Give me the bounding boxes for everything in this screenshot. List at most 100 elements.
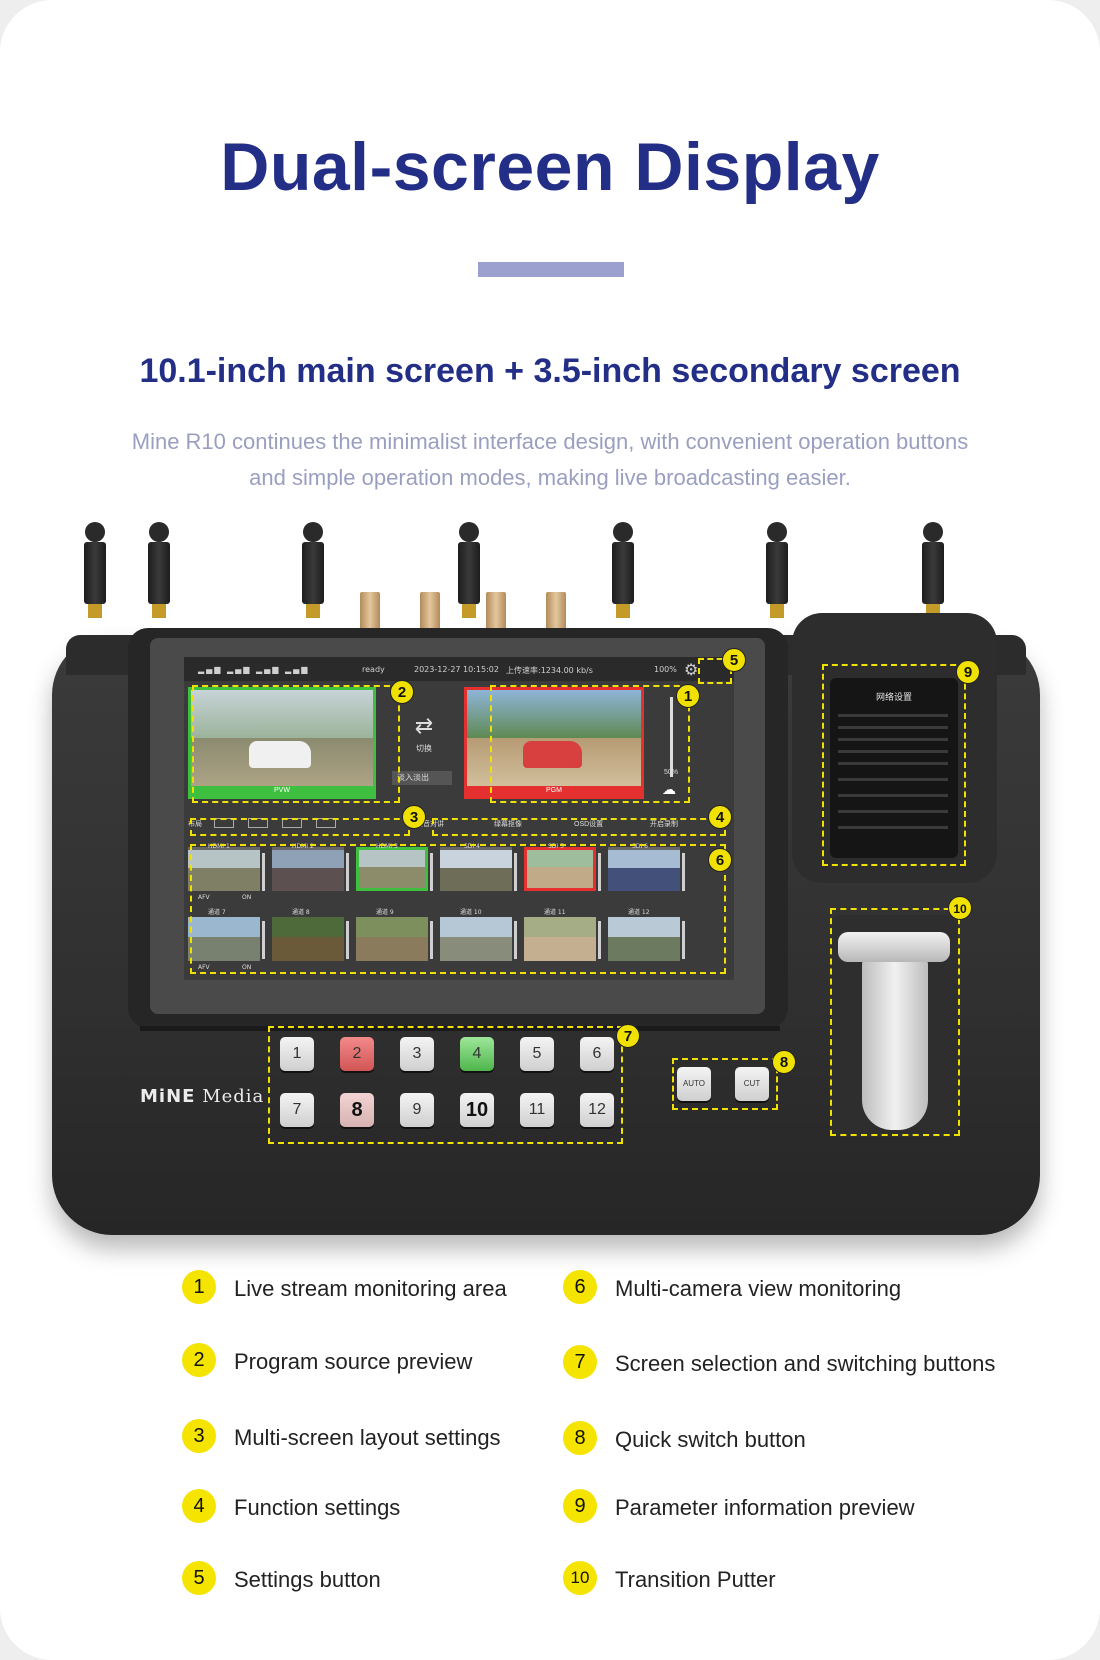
source-key-4[interactable]: 4 bbox=[460, 1037, 494, 1071]
callout-2: 2 bbox=[390, 680, 414, 704]
legend-text: Settings button bbox=[234, 1567, 381, 1592]
channel-slider[interactable] bbox=[598, 853, 601, 891]
screen-shadow bbox=[140, 1026, 780, 1031]
network-row bbox=[838, 778, 948, 781]
network-row bbox=[838, 762, 948, 765]
highlight-secondary bbox=[822, 664, 966, 866]
source-key-11[interactable]: 11 bbox=[520, 1093, 554, 1127]
legend-number: 4 bbox=[182, 1489, 216, 1523]
channel-slider[interactable] bbox=[346, 853, 349, 891]
channel-slider[interactable] bbox=[682, 921, 685, 959]
channel-slider[interactable] bbox=[682, 853, 685, 891]
channel-label: 通道 12 bbox=[628, 909, 650, 916]
pgm-monitor[interactable]: PGM bbox=[464, 687, 644, 799]
afv-label: AFV bbox=[198, 964, 210, 971]
callout-9: 9 bbox=[956, 660, 980, 684]
auto-button[interactable]: AUTO bbox=[677, 1067, 711, 1101]
status-battery: 100% bbox=[654, 665, 677, 674]
channel-slider[interactable] bbox=[346, 921, 349, 959]
source-key-12[interactable]: 12 bbox=[580, 1093, 614, 1127]
legend-number: 3 bbox=[182, 1419, 216, 1453]
brand-logo: MiNE Media bbox=[140, 1086, 265, 1107]
source-key-2[interactable]: 2 bbox=[340, 1037, 374, 1071]
antenna bbox=[146, 522, 172, 618]
secondary-screen: 网络设置 bbox=[830, 678, 958, 858]
camera-cell[interactable] bbox=[608, 847, 680, 891]
switch-icon[interactable]: ⇄ bbox=[414, 713, 434, 738]
camera-cell[interactable] bbox=[440, 917, 512, 961]
page-title: Dual-screen Display bbox=[220, 129, 880, 205]
camera-cell[interactable] bbox=[356, 847, 428, 891]
antenna bbox=[300, 522, 326, 618]
channel-slider[interactable] bbox=[430, 853, 433, 891]
source-key-10[interactable]: 10 bbox=[460, 1093, 494, 1127]
camera-cell[interactable] bbox=[524, 917, 596, 961]
status-datetime: 2023-12-27 10:15:02 bbox=[414, 665, 499, 674]
channel-label: SDI 5 bbox=[548, 843, 564, 850]
legend-text: Quick switch button bbox=[615, 1427, 806, 1452]
highlight-pgm bbox=[490, 685, 690, 803]
source-key-7[interactable]: 7 bbox=[280, 1093, 314, 1127]
channel-slider[interactable] bbox=[262, 853, 265, 891]
legend-number: 1 bbox=[182, 1270, 216, 1304]
network-row bbox=[838, 738, 948, 741]
source-key-8[interactable]: 8 bbox=[340, 1093, 374, 1127]
channel-slider[interactable] bbox=[430, 921, 433, 959]
channel-slider[interactable] bbox=[262, 921, 265, 959]
push-stream-icon[interactable]: ☁ bbox=[662, 781, 676, 797]
network-row bbox=[838, 826, 948, 829]
camera-cell[interactable] bbox=[188, 847, 260, 891]
transition-arm[interactable] bbox=[862, 960, 928, 1130]
pvw-preview[interactable]: PVW bbox=[188, 687, 376, 799]
camera-cell[interactable] bbox=[356, 917, 428, 961]
transition-select[interactable]: 淡入淡出 bbox=[392, 771, 452, 785]
source-key-3[interactable]: 3 bbox=[400, 1037, 434, 1071]
secondary-screen-title: 网络设置 bbox=[875, 693, 912, 703]
device-illustration: ▂▄▆ ▂▄▆ ▂▄▆ ▂▄▆ ready 2023-12-27 10:15:0… bbox=[0, 522, 1100, 1240]
source-key-5[interactable]: 5 bbox=[520, 1037, 554, 1071]
channel-slider[interactable] bbox=[514, 853, 517, 891]
status-bar: ▂▄▆ ▂▄▆ ▂▄▆ ▂▄▆ ready 2023-12-27 10:15:0… bbox=[184, 657, 734, 681]
highlight-multiview bbox=[190, 844, 726, 974]
network-row bbox=[838, 714, 948, 717]
callout-1: 1 bbox=[676, 684, 700, 708]
on-label: ON bbox=[242, 964, 252, 971]
description-line-1: Mine R10 continues the minimalist interf… bbox=[131, 429, 969, 454]
camera-cell[interactable] bbox=[608, 917, 680, 961]
camera-cell[interactable] bbox=[272, 917, 344, 961]
camera-cell[interactable] bbox=[272, 847, 344, 891]
callout-8: 8 bbox=[772, 1050, 796, 1074]
function-record[interactable]: 开启录制 bbox=[650, 821, 678, 828]
legend-text: Multi-screen layout settings bbox=[234, 1425, 501, 1450]
legend-number: 9 bbox=[563, 1489, 597, 1523]
function-intercom[interactable]: 语音对讲 bbox=[416, 821, 444, 828]
camera-cell[interactable] bbox=[440, 847, 512, 891]
source-key-1[interactable]: 1 bbox=[280, 1037, 314, 1071]
network-row bbox=[838, 794, 948, 797]
legend-number: 7 bbox=[563, 1345, 597, 1379]
level-slider[interactable] bbox=[670, 697, 673, 777]
legend-number: 2 bbox=[182, 1343, 216, 1377]
highlight-functions bbox=[432, 818, 726, 836]
title-underline bbox=[478, 262, 624, 277]
signal-icons: ▂▄▆ ▂▄▆ ▂▄▆ ▂▄▆ bbox=[198, 665, 310, 674]
function-osd[interactable]: OSD设置 bbox=[574, 821, 604, 828]
channel-slider[interactable] bbox=[598, 921, 601, 959]
camera-cell[interactable] bbox=[188, 917, 260, 961]
status-ready: ready bbox=[362, 665, 385, 674]
function-chroma-key[interactable]: 绿幕抠像 bbox=[494, 821, 522, 828]
highlight-quick-switch bbox=[672, 1058, 778, 1110]
channel-label: SDI 6 bbox=[632, 843, 648, 850]
callout-3: 3 bbox=[402, 805, 426, 829]
description-line-2: and simple operation modes, making live … bbox=[249, 465, 851, 490]
channel-slider[interactable] bbox=[514, 921, 517, 959]
settings-gear-icon[interactable]: ⚙ bbox=[684, 660, 699, 679]
cut-button[interactable]: CUT bbox=[735, 1067, 769, 1101]
camera-cell[interactable] bbox=[524, 847, 596, 891]
source-key-9[interactable]: 9 bbox=[400, 1093, 434, 1127]
source-key-6[interactable]: 6 bbox=[580, 1037, 614, 1071]
channel-label: HDMI 1 bbox=[208, 843, 230, 850]
channel-label: 通道 8 bbox=[292, 909, 310, 916]
callout-10: 10 bbox=[948, 896, 972, 920]
transition-putter[interactable] bbox=[838, 932, 950, 962]
